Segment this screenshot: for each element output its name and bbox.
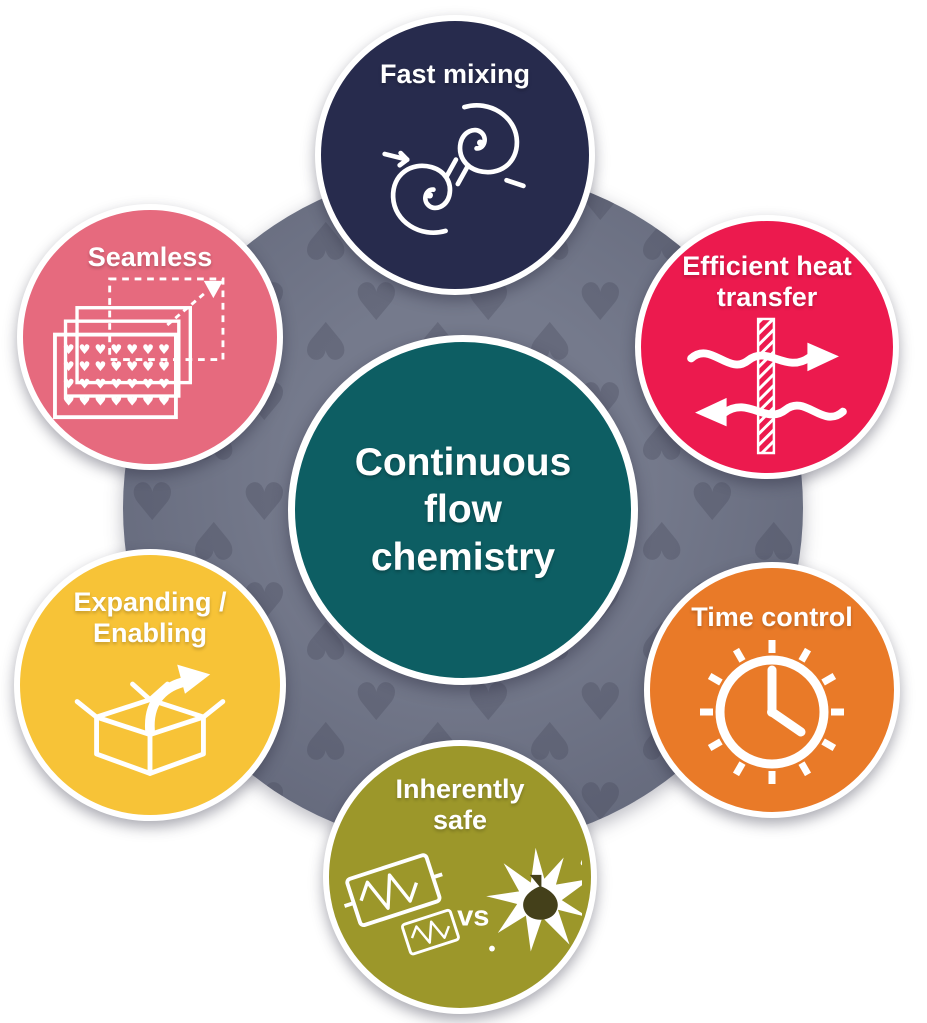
svg-text:♥♥♥♥♥♥♥: ♥♥♥♥♥♥♥ bbox=[63, 343, 174, 358]
micromixer-icon bbox=[382, 103, 526, 235]
node-inherently-safe: Inherently safe vs bbox=[323, 740, 597, 1014]
node-time-control-label: Time control bbox=[691, 602, 853, 632]
node-fast-mixing-label: Fast mixing bbox=[379, 59, 531, 89]
svg-text:♥♥♥♥♥♥♥: ♥♥♥♥♥♥♥ bbox=[63, 360, 174, 375]
heat-transfer-icon bbox=[687, 317, 847, 455]
node-fast-mixing: Fast mixing bbox=[315, 15, 595, 295]
center-label: Continuous flow chemistry bbox=[354, 440, 572, 579]
node-seamless-label: Seamless bbox=[87, 242, 213, 272]
clock-icon bbox=[700, 640, 844, 785]
node-inherently-safe-label: Inherently safe bbox=[395, 774, 525, 836]
node-efficient-heat-transfer: Efficient heat transfer bbox=[635, 215, 899, 479]
node-seamless: Seamless ♥♥♥♥♥♥♥ ♥♥♥♥♥♥♥ ♥♥♥♥♥♥♥ ♥♥♥♥♥♥♥ bbox=[17, 204, 283, 470]
open-box-arrow-icon bbox=[74, 664, 226, 776]
reactor-vs-explosion-icon: vs bbox=[343, 847, 582, 956]
node-time-control: Time control bbox=[644, 562, 900, 818]
vs-label: vs bbox=[457, 900, 489, 932]
stacked-plates-icon: ♥♥♥♥♥♥♥ ♥♥♥♥♥♥♥ ♥♥♥♥♥♥♥ ♥♥♥♥♥♥♥ bbox=[53, 277, 225, 420]
node-efficient-heat-transfer-label: Efficient heat transfer bbox=[682, 251, 852, 313]
node-expanding-enabling-label: Expanding / Enabling bbox=[73, 587, 227, 649]
center-node: Continuous flow chemistry bbox=[288, 335, 638, 685]
node-expanding-enabling: Expanding / Enabling bbox=[14, 549, 286, 821]
svg-text:♥♥♥♥♥♥♥: ♥♥♥♥♥♥♥ bbox=[63, 377, 174, 392]
svg-text:♥♥♥♥♥♥♥: ♥♥♥♥♥♥♥ bbox=[63, 395, 174, 410]
